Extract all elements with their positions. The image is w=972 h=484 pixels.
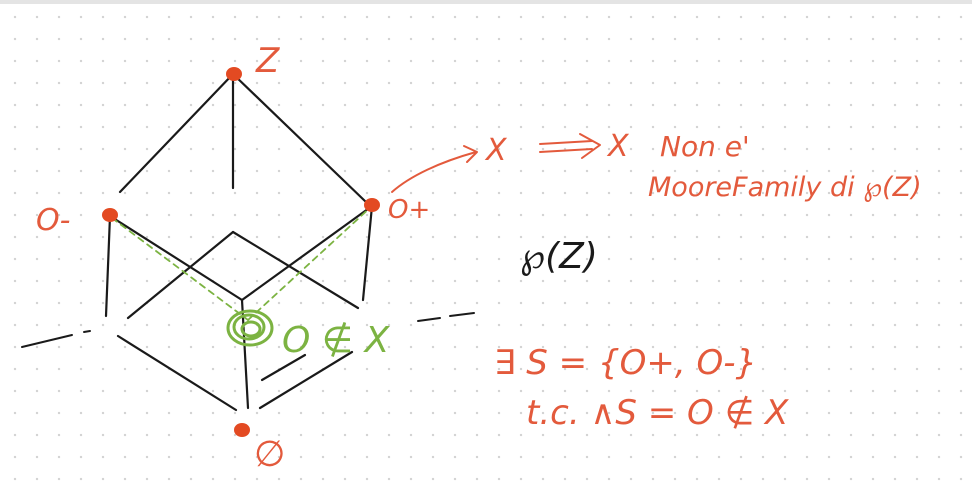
red-arrow [391, 145, 478, 193]
node-bottom [234, 423, 250, 437]
arrow-x-right: X [606, 129, 630, 164]
proof-line1: ∃ S = {O+, O-} [494, 343, 757, 383]
label-bottom: ∅ [254, 434, 285, 475]
node-left [102, 208, 118, 222]
green-note: O ∉ X [282, 320, 391, 361]
label-top: Z [255, 41, 280, 81]
arrow-note-line2: MooreFamily di ℘(Z) [648, 172, 922, 203]
proof-line2: t.c. ∧S = O ∉ X [526, 393, 789, 433]
arrow-note-line1: Non e' [660, 130, 750, 163]
node-right [364, 198, 380, 212]
horizon-dashed-line [21, 312, 475, 348]
node-top [226, 67, 242, 81]
window-top-edge [0, 0, 972, 4]
lattice-lines [104, 72, 374, 412]
implies-arrow [539, 133, 601, 159]
lattice-nodes [102, 67, 380, 437]
green-circle-mark [226, 309, 274, 347]
arrow-x-left: X [484, 133, 508, 168]
label-right: O+ [388, 195, 430, 225]
label-left: O- [36, 203, 70, 238]
green-dashed-lines [111, 205, 373, 321]
powerset-label: ℘(Z) [520, 236, 598, 277]
